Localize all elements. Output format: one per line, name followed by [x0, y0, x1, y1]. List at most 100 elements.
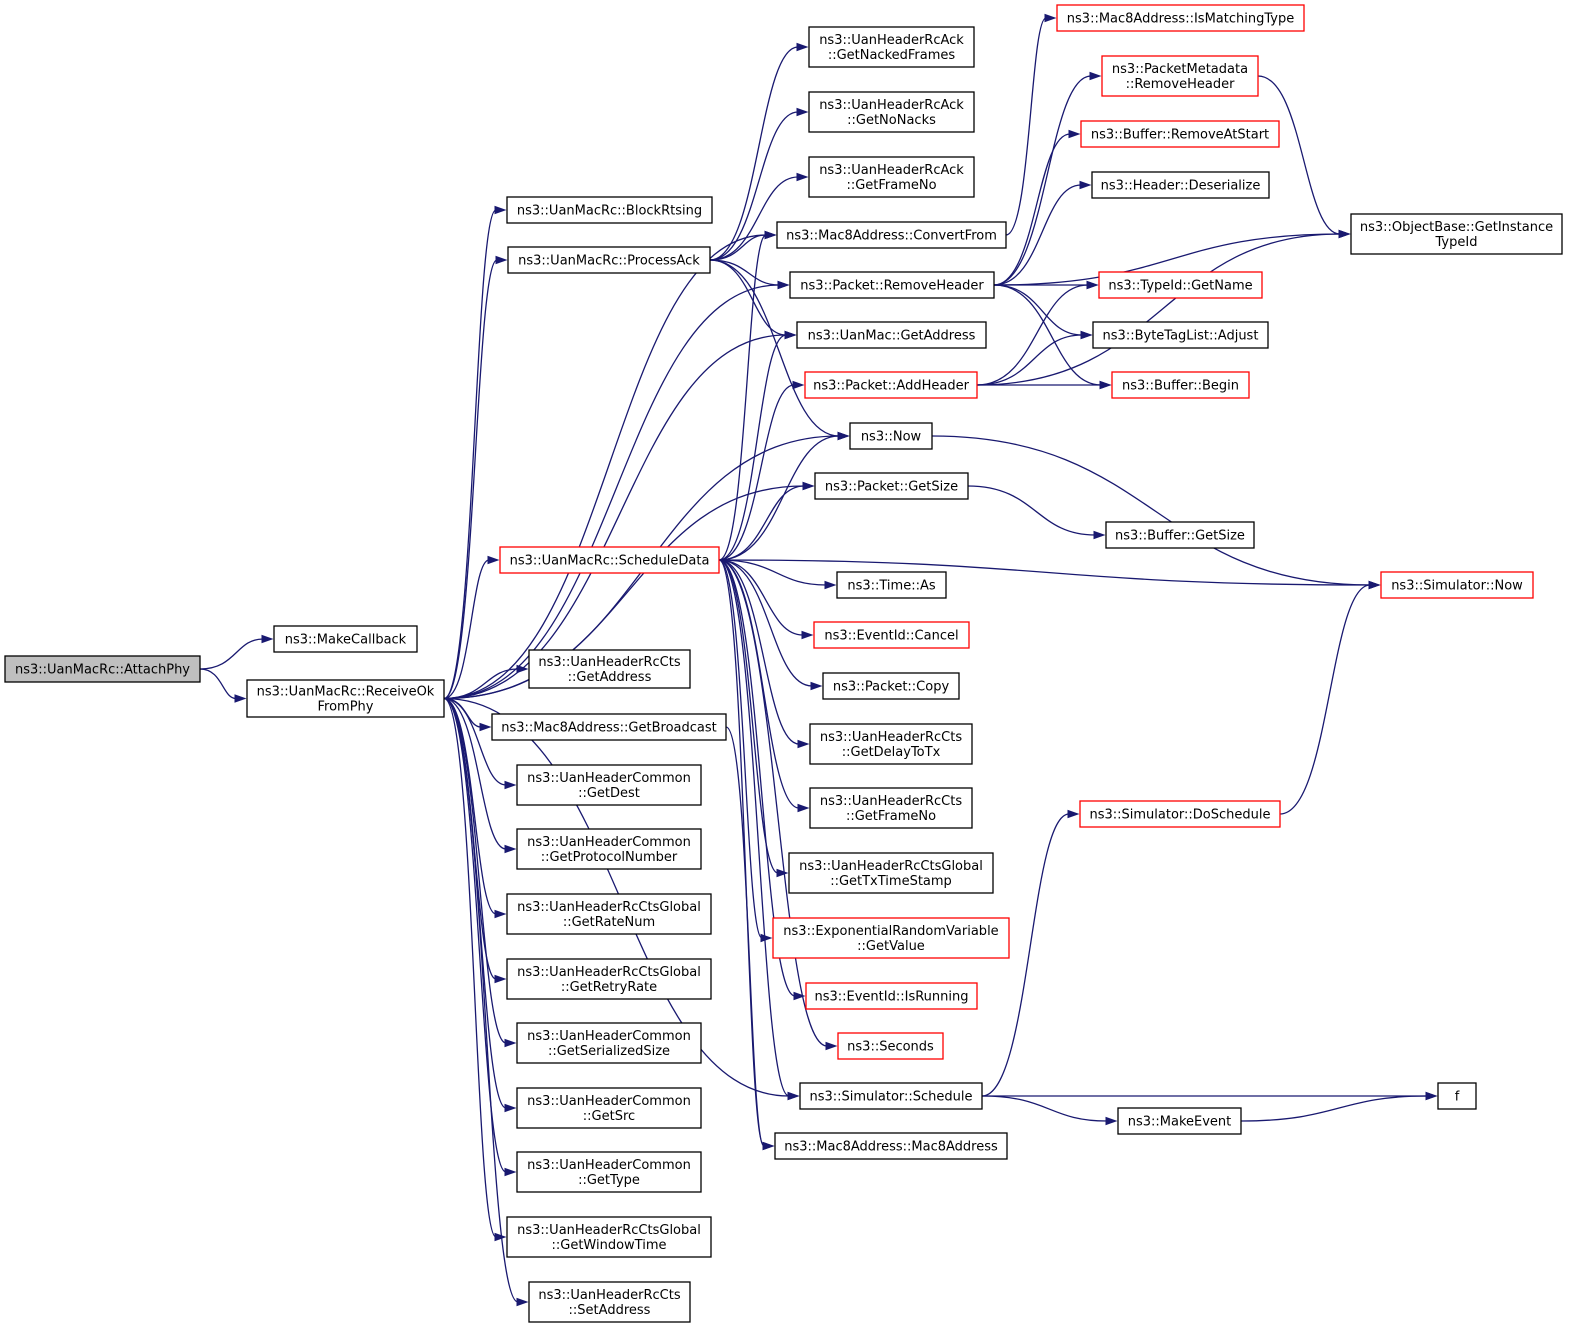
node-label: ::GetValue	[857, 939, 925, 954]
node-common_gettype[interactable]: ns3::UanHeaderCommon::GetType	[516, 1151, 702, 1193]
node-cts_getframeno[interactable]: ns3::UanHeaderRcCts::GetFrameNo	[809, 787, 973, 829]
node-header_deserialize[interactable]: ns3::Header::Deserialize	[1091, 171, 1270, 199]
node-buffer_removeatstart[interactable]: ns3::Buffer::RemoveAtStart	[1080, 120, 1280, 148]
node-label: ns3::Buffer::GetSize	[1115, 529, 1245, 544]
node-packet_copy[interactable]: ns3::Packet::Copy	[822, 672, 960, 700]
node-mac8address_ctor[interactable]: ns3::Mac8Address::Mac8Address	[774, 1132, 1008, 1160]
edge-sim_schedule-to-makeevent	[981, 1095, 1118, 1126]
node-label: ns3::Packet::Copy	[833, 680, 950, 695]
node-box	[1101, 55, 1259, 97]
node-makeevent[interactable]: ns3::MakeEvent	[1117, 1107, 1242, 1135]
node-sim_now[interactable]: ns3::Simulator::Now	[1380, 571, 1534, 599]
node-box	[1079, 800, 1281, 828]
node-f[interactable]: f	[1437, 1082, 1477, 1110]
node-ack_getframeno[interactable]: ns3::UanHeaderRcAck::GetFrameNo	[808, 156, 975, 198]
node-packet_addheader[interactable]: ns3::Packet::AddHeader	[804, 371, 978, 399]
edge-processack-to-ack_getnonacks	[709, 107, 809, 261]
node-box	[809, 723, 973, 765]
node-common_getserialized[interactable]: ns3::UanHeaderCommon::GetSerializedSize	[516, 1022, 702, 1064]
edge-metadata_removeheader-to-getinstancetypeid	[1257, 75, 1351, 239]
node-label: ns3::UanMacRc::ReceiveOk	[257, 685, 435, 700]
node-global_getwindowtime[interactable]: ns3::UanHeaderRcCtsGlobal::GetWindowTime	[506, 1216, 712, 1258]
node-convertfrom[interactable]: ns3::Mac8Address::ConvertFrom	[776, 221, 1007, 249]
node-label: ns3::Buffer::Begin	[1122, 379, 1239, 394]
node-eventid_isrunning[interactable]: ns3::EventId::IsRunning	[805, 982, 978, 1010]
node-label: ::GetNoNacks	[847, 113, 936, 128]
node-packet_getsize[interactable]: ns3::Packet::GetSize	[814, 472, 969, 500]
node-box	[516, 1087, 702, 1129]
node-time_as[interactable]: ns3::Time::As	[836, 571, 947, 599]
edge-processack-to-ack_getframeno	[709, 172, 809, 261]
node-seconds[interactable]: ns3::Seconds	[837, 1032, 944, 1060]
node-label: ns3::UanHeaderRcCtsGlobal	[517, 965, 701, 980]
node-box	[506, 196, 713, 224]
call-edges	[199, 13, 1438, 1307]
node-buffer_begin[interactable]: ns3::Buffer::Begin	[1111, 371, 1250, 399]
node-blockrtsing[interactable]: ns3::UanMacRc::BlockRtsing	[506, 196, 713, 224]
node-buffer_getsize[interactable]: ns3::Buffer::GetSize	[1105, 521, 1255, 549]
edge-scheduledata-to-now	[718, 431, 850, 561]
node-metadata_removeheader[interactable]: ns3::PacketMetadata::RemoveHeader	[1101, 55, 1259, 97]
node-label: ns3::UanHeaderRcAck	[819, 163, 964, 178]
node-makecallback[interactable]: ns3::MakeCallback	[273, 625, 418, 653]
node-box	[1111, 371, 1250, 399]
edge-packet_addheader-to-getinstancetypeid	[976, 229, 1351, 386]
node-box	[506, 893, 712, 935]
node-ismatchingtype[interactable]: ns3::Mac8Address::IsMatchingType	[1056, 4, 1305, 32]
node-processack[interactable]: ns3::UanMacRc::ProcessAck	[507, 246, 711, 274]
node-exp_getvalue[interactable]: ns3::ExponentialRandomVariable::GetValue	[772, 917, 1010, 959]
node-ack_getnonacks[interactable]: ns3::UanHeaderRcAck::GetNoNacks	[808, 91, 975, 133]
node-typeid_getname[interactable]: ns3::TypeId::GetName	[1098, 271, 1263, 299]
edge-scheduledata-to-eventid_cancel	[718, 559, 814, 640]
node-box	[1350, 213, 1563, 255]
edge-convertfrom-to-ismatchingtype	[1005, 13, 1057, 236]
node-box	[776, 221, 1007, 249]
node-box	[809, 787, 973, 829]
node-label: ::GetWindowTime	[551, 1238, 666, 1253]
node-label: ::SetAddress	[569, 1303, 651, 1318]
node-sim_doschedule[interactable]: ns3::Simulator::DoSchedule	[1079, 800, 1281, 828]
node-label: ns3::UanHeaderRcCts	[538, 1288, 680, 1303]
node-global_getretryrate[interactable]: ns3::UanHeaderRcCtsGlobal::GetRetryRate	[506, 958, 712, 1000]
node-common_getprotocol[interactable]: ns3::UanHeaderCommon::GetProtocolNumber	[516, 828, 702, 870]
node-cts_setaddress[interactable]: ns3::UanHeaderRcCts::SetAddress	[528, 1281, 691, 1323]
node-getbroadcast[interactable]: ns3::Mac8Address::GetBroadcast	[491, 713, 727, 741]
node-global_getratenum[interactable]: ns3::UanHeaderRcCtsGlobal::GetRateNum	[506, 893, 712, 935]
node-ack_getnacked[interactable]: ns3::UanHeaderRcAck::GetNackedFrames	[808, 26, 975, 68]
node-now[interactable]: ns3::Now	[849, 422, 933, 450]
node-box	[499, 546, 720, 574]
node-cts_getdelaytotx[interactable]: ns3::UanHeaderRcCts::GetDelayToTx	[809, 723, 973, 765]
node-cts_getaddress[interactable]: ns3::UanHeaderRcCts::GetAddress	[528, 649, 691, 689]
node-label: f	[1455, 1090, 1460, 1105]
edge-scheduledata-to-sim_schedule	[718, 559, 800, 1101]
edge-attachphy-to-makecallback	[199, 634, 274, 670]
node-global_gettxtimestamp[interactable]: ns3::UanHeaderRcCtsGlobal::GetTxTimeStam…	[788, 852, 994, 894]
node-bytetaglist_adjust[interactable]: ns3::ByteTagList::Adjust	[1092, 321, 1269, 349]
node-label: ::GetDest	[578, 786, 640, 801]
node-label: ns3::Header::Deserialize	[1101, 179, 1261, 194]
edge-scheduledata-to-packet_copy	[718, 559, 823, 691]
node-packet_removeheader[interactable]: ns3::Packet::RemoveHeader	[789, 271, 995, 299]
node-box	[528, 1281, 691, 1323]
edge-receiveok-to-common_gettype	[443, 697, 517, 1177]
node-label: ns3::UanHeaderCommon	[527, 835, 691, 850]
node-label: ::GetSrc	[583, 1109, 635, 1124]
node-common_getdest[interactable]: ns3::UanHeaderCommon::GetDest	[516, 764, 702, 806]
edge-sim_schedule-to-sim_doschedule	[981, 809, 1080, 1097]
edge-scheduledata-to-cts_getdelaytotx	[718, 559, 810, 749]
node-uanmac_getaddress[interactable]: ns3::UanMac::GetAddress	[796, 321, 987, 349]
node-attachphy[interactable]: ns3::UanMacRc::AttachPhy	[4, 655, 201, 683]
node-box	[772, 917, 1010, 959]
node-eventid_cancel[interactable]: ns3::EventId::Cancel	[813, 621, 970, 649]
node-sim_schedule[interactable]: ns3::Simulator::Schedule	[799, 1082, 983, 1110]
edge-receiveok-to-cts_getaddress	[443, 664, 529, 700]
node-box	[1056, 4, 1305, 32]
node-label: ns3::UanHeaderRcAck	[819, 33, 964, 48]
node-box	[805, 982, 978, 1010]
node-common_getsrc[interactable]: ns3::UanHeaderCommon::GetSrc	[516, 1087, 702, 1129]
node-box	[506, 1216, 712, 1258]
node-scheduledata[interactable]: ns3::UanMacRc::ScheduleData	[499, 546, 720, 574]
